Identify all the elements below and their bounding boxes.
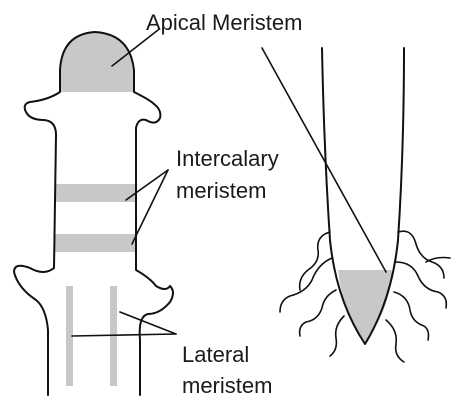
- lateral-pointer-lower: [72, 334, 176, 336]
- shoot: [14, 32, 173, 395]
- lateral-pointer-upper: [120, 312, 176, 334]
- root-hair: [394, 292, 429, 340]
- root: [280, 48, 450, 362]
- label-apical-meristem: Apical Meristem: [146, 10, 302, 35]
- root-hair: [330, 316, 344, 356]
- intercalary-pointer-lower: [132, 170, 168, 244]
- intercalary-band-upper: [55, 184, 135, 202]
- root-hair: [386, 320, 404, 362]
- root-hair: [398, 231, 444, 278]
- root-hair: [300, 290, 336, 336]
- label-lateral-line2: meristem: [182, 373, 272, 398]
- label-lateral-line1: Lateral: [182, 342, 249, 367]
- root-hair: [396, 262, 446, 308]
- root-hair: [280, 258, 332, 312]
- label-intercalary-line2: meristem: [176, 178, 266, 203]
- label-intercalary-line1: Intercalary: [176, 146, 279, 171]
- intercalary-band-lower: [55, 234, 135, 252]
- apical-pointer-root: [262, 48, 386, 272]
